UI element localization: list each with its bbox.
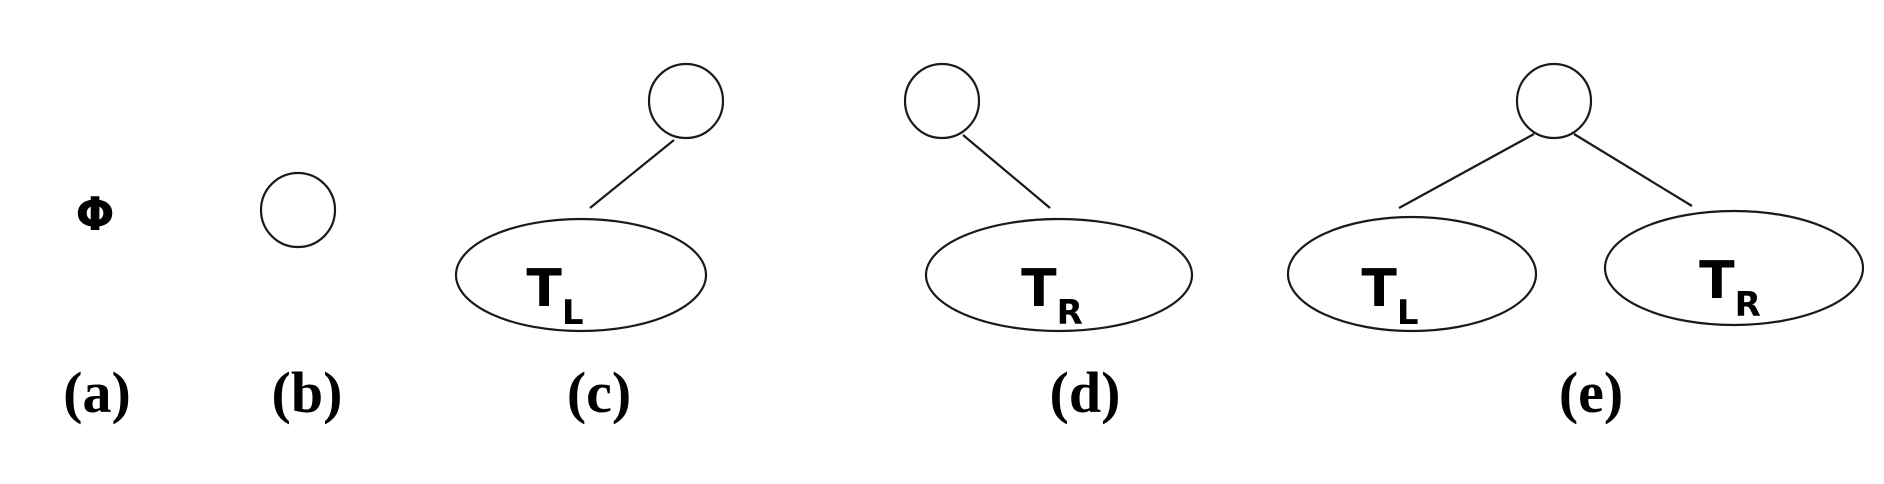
left-edge bbox=[589, 139, 675, 209]
right-subtree-label: TR bbox=[1699, 251, 1761, 325]
root-node bbox=[1515, 62, 1593, 140]
left-subtree bbox=[454, 217, 708, 333]
root-node bbox=[903, 62, 981, 140]
right-edge bbox=[1573, 133, 1693, 207]
left-subtree-label: TL bbox=[526, 259, 583, 333]
panel-c: TL (c) bbox=[454, 62, 725, 425]
panel-e: TL TR (e) bbox=[1286, 62, 1865, 425]
caption-a: (a) bbox=[63, 360, 131, 425]
panel-d: TR (d) bbox=[903, 62, 1194, 425]
caption-d: (d) bbox=[1050, 360, 1121, 425]
right-subtree bbox=[1603, 209, 1865, 327]
left-edge bbox=[1398, 133, 1535, 209]
caption-b: (b) bbox=[272, 360, 343, 425]
left-subtree-label: TL bbox=[1361, 259, 1418, 333]
caption-e: (e) bbox=[1559, 360, 1623, 425]
right-edge bbox=[962, 134, 1051, 209]
caption-c: (c) bbox=[567, 360, 631, 425]
empty-tree-symbol: Φ bbox=[75, 187, 114, 241]
panel-b: (b) bbox=[259, 171, 343, 425]
right-subtree bbox=[924, 217, 1194, 333]
root-node bbox=[647, 62, 725, 140]
right-subtree-label: TR bbox=[1021, 259, 1083, 333]
left-subtree bbox=[1286, 215, 1538, 333]
panel-a: Φ (a) bbox=[63, 187, 131, 425]
root-node bbox=[259, 171, 337, 249]
